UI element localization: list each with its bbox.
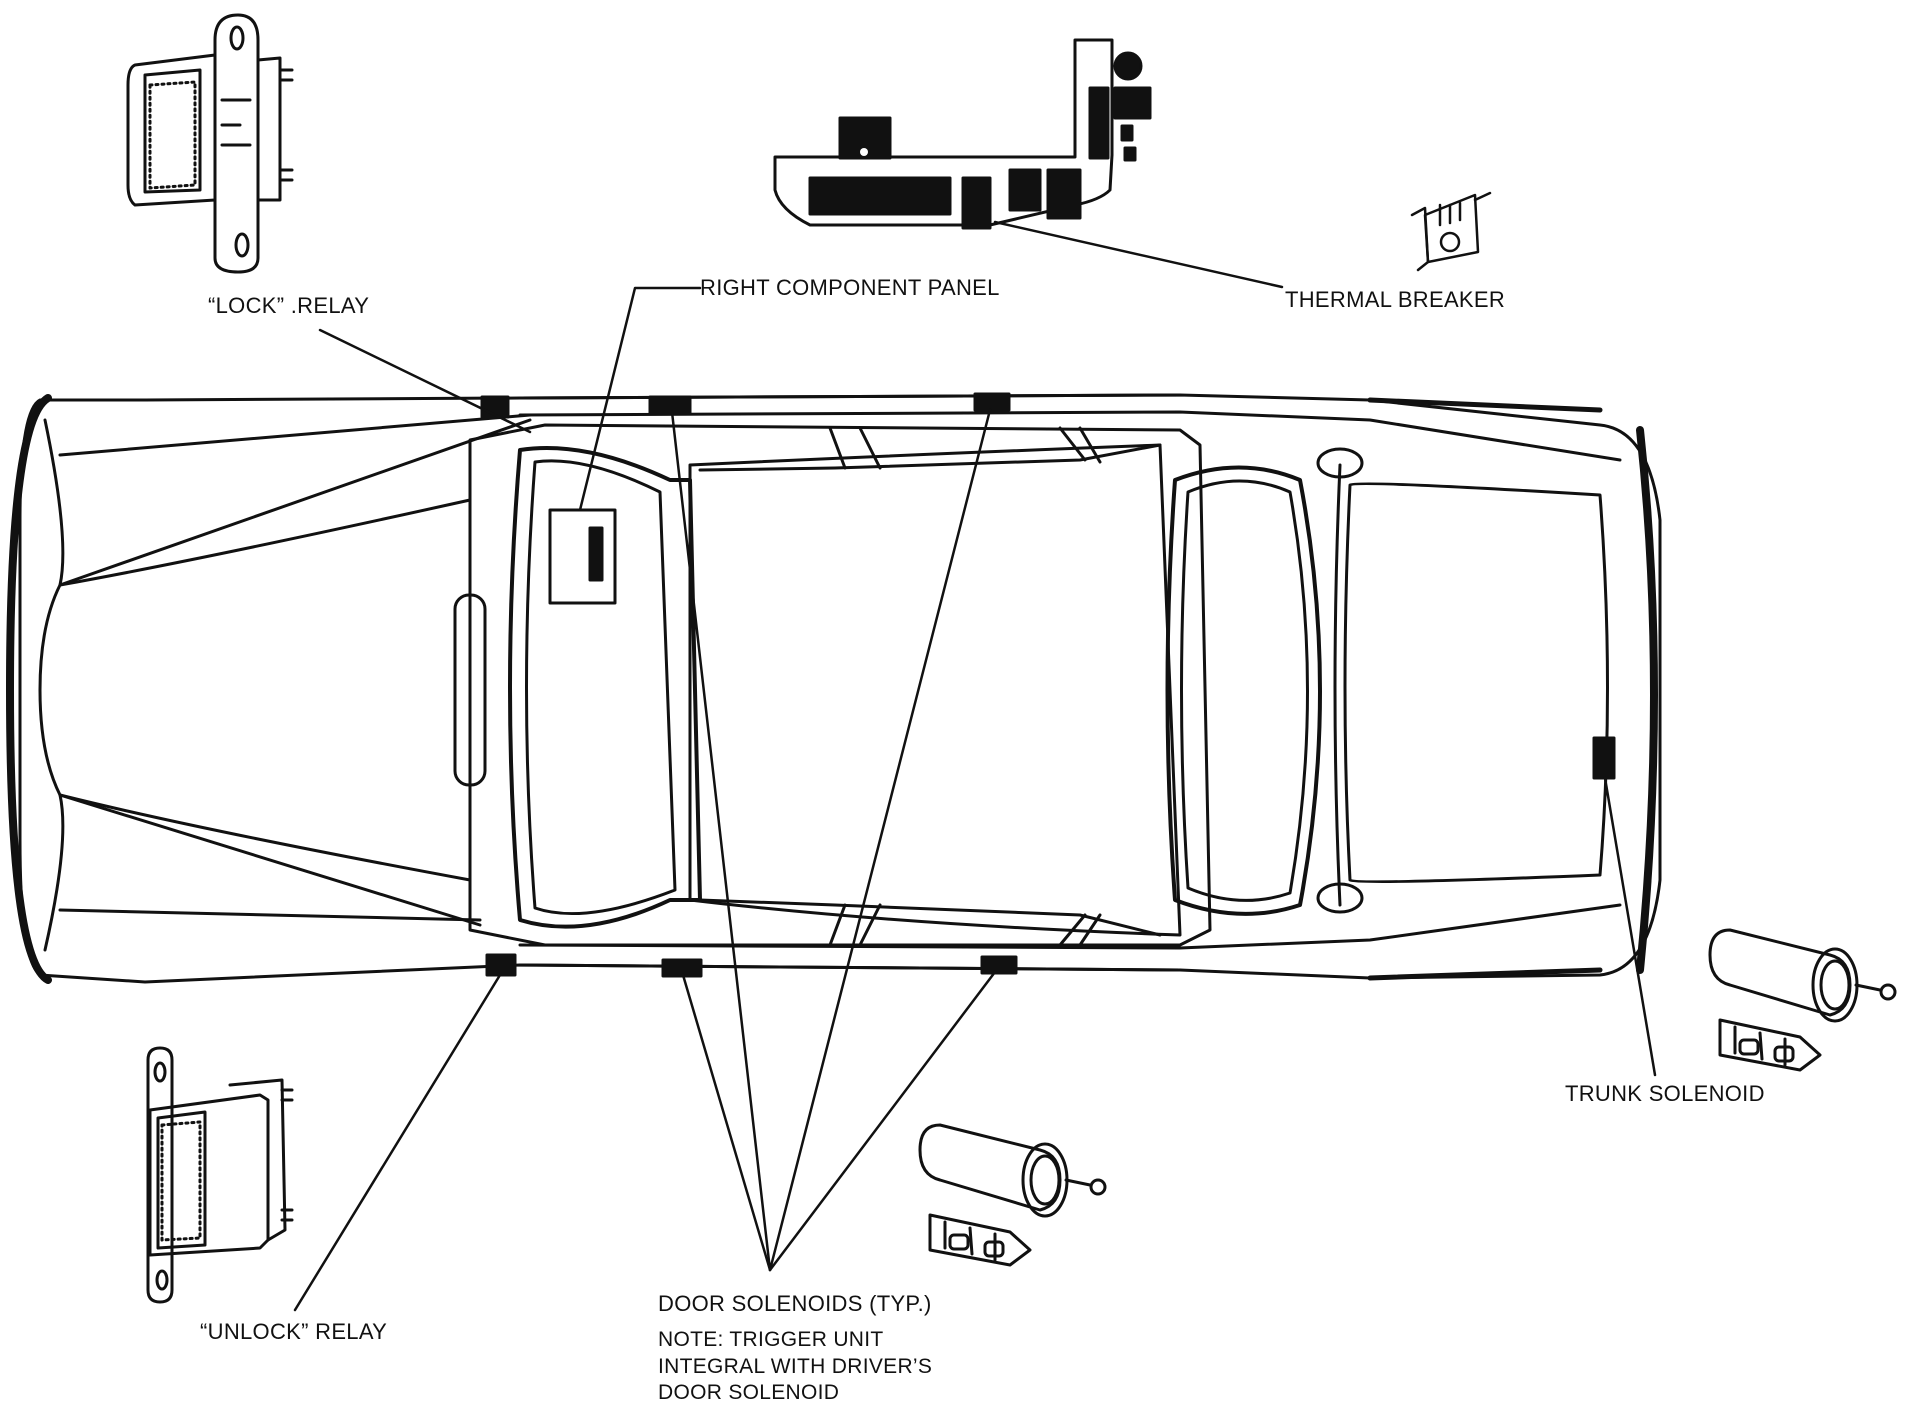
lock-relay-label: “LOCK” .RELAY: [208, 293, 370, 318]
rear-window: [1165, 465, 1322, 916]
roof-rail-top-4: [1058, 426, 1087, 462]
unlock-relay-marker: [485, 953, 517, 977]
windshield-inner: [525, 459, 677, 916]
hood-line-top-2: [58, 418, 532, 587]
unlock-relay-label: “UNLOCK” RELAY: [200, 1319, 388, 1344]
door-solenoid-marker-2: [973, 392, 1011, 412]
door-solenoid-marker-1: [648, 395, 692, 415]
component-panel-drawing: [773, 38, 1152, 230]
trunk-solenoid-marker: [1592, 736, 1616, 780]
component-markers: [480, 392, 1616, 978]
door-solenoid-marker-4: [980, 955, 1018, 975]
roof-rail-bottom-2: [828, 903, 847, 947]
lower-sill: [518, 963, 1182, 972]
fuel-cap-bottom: [1316, 882, 1364, 914]
rear-bumper-top: [1367, 397, 1603, 413]
right-component-panel-label: RIGHT COMPONENT PANEL: [700, 275, 1000, 300]
door-solenoid-drawing: [918, 1123, 1107, 1267]
trunk-lid: [1343, 482, 1609, 884]
upper-sill-inner: [518, 410, 1622, 462]
lock-relay-drawing: [126, 13, 294, 274]
roof-rail-bottom-3: [858, 903, 882, 947]
door-solenoids-label: DOOR SOLENOIDS (TYP.): [658, 1291, 932, 1316]
rear-window-inner: [1180, 479, 1309, 902]
thermal-breaker-label: THERMAL BREAKER: [1285, 287, 1506, 312]
rear-bumper-bottom: [1367, 967, 1603, 981]
windshield: [508, 446, 702, 929]
rear-bumper: [1636, 426, 1658, 974]
front-bumper: [6, 394, 52, 984]
roof: [688, 443, 1182, 937]
trunk-solenoid-drawing: [1708, 928, 1897, 1072]
roof-rail-bottom-4: [1058, 913, 1087, 947]
hood-edge: [38, 418, 65, 952]
roof-rail-top: [698, 443, 1162, 472]
trunk-solenoid-label: TRUNK SOLENOID: [1565, 1081, 1765, 1106]
hood-line-bottom: [58, 908, 482, 922]
unlock-relay-drawing: [146, 1046, 294, 1304]
hood-line-top: [58, 413, 532, 457]
car-top-view: [6, 393, 1662, 984]
roof-rail-bottom-5: [1078, 913, 1102, 947]
leader-lines: [293, 220, 1657, 1312]
roof-rail-top-3: [858, 426, 882, 470]
thermal-breaker-drawing: [1410, 191, 1492, 272]
note-line-1: NOTE: TRIGGER UNIT: [658, 1328, 884, 1351]
roof-rail-bottom: [698, 898, 1162, 937]
car-outer-body: [18, 393, 1662, 984]
door-solenoid-marker-3: [661, 958, 703, 978]
hood-line-bottom-2: [58, 793, 482, 927]
hood-center-bottom: [58, 793, 472, 882]
fuel-cap-top: [1316, 447, 1364, 479]
trunk-edge: [1333, 463, 1342, 907]
roof-rail-top-5: [1078, 426, 1102, 464]
upper-sill: [518, 393, 1182, 400]
note-line-2: INTEGRAL WITH DRIVER’S: [658, 1355, 933, 1378]
note-line-3: DOOR SOLENOID: [658, 1381, 840, 1404]
hood-center-top: [58, 498, 472, 587]
cowl: [468, 423, 1212, 947]
right-panel-box: [548, 508, 617, 605]
cowl-vent: [453, 593, 487, 787]
lower-sill-inner: [518, 903, 1622, 950]
roof-rail-top-2: [828, 426, 847, 470]
